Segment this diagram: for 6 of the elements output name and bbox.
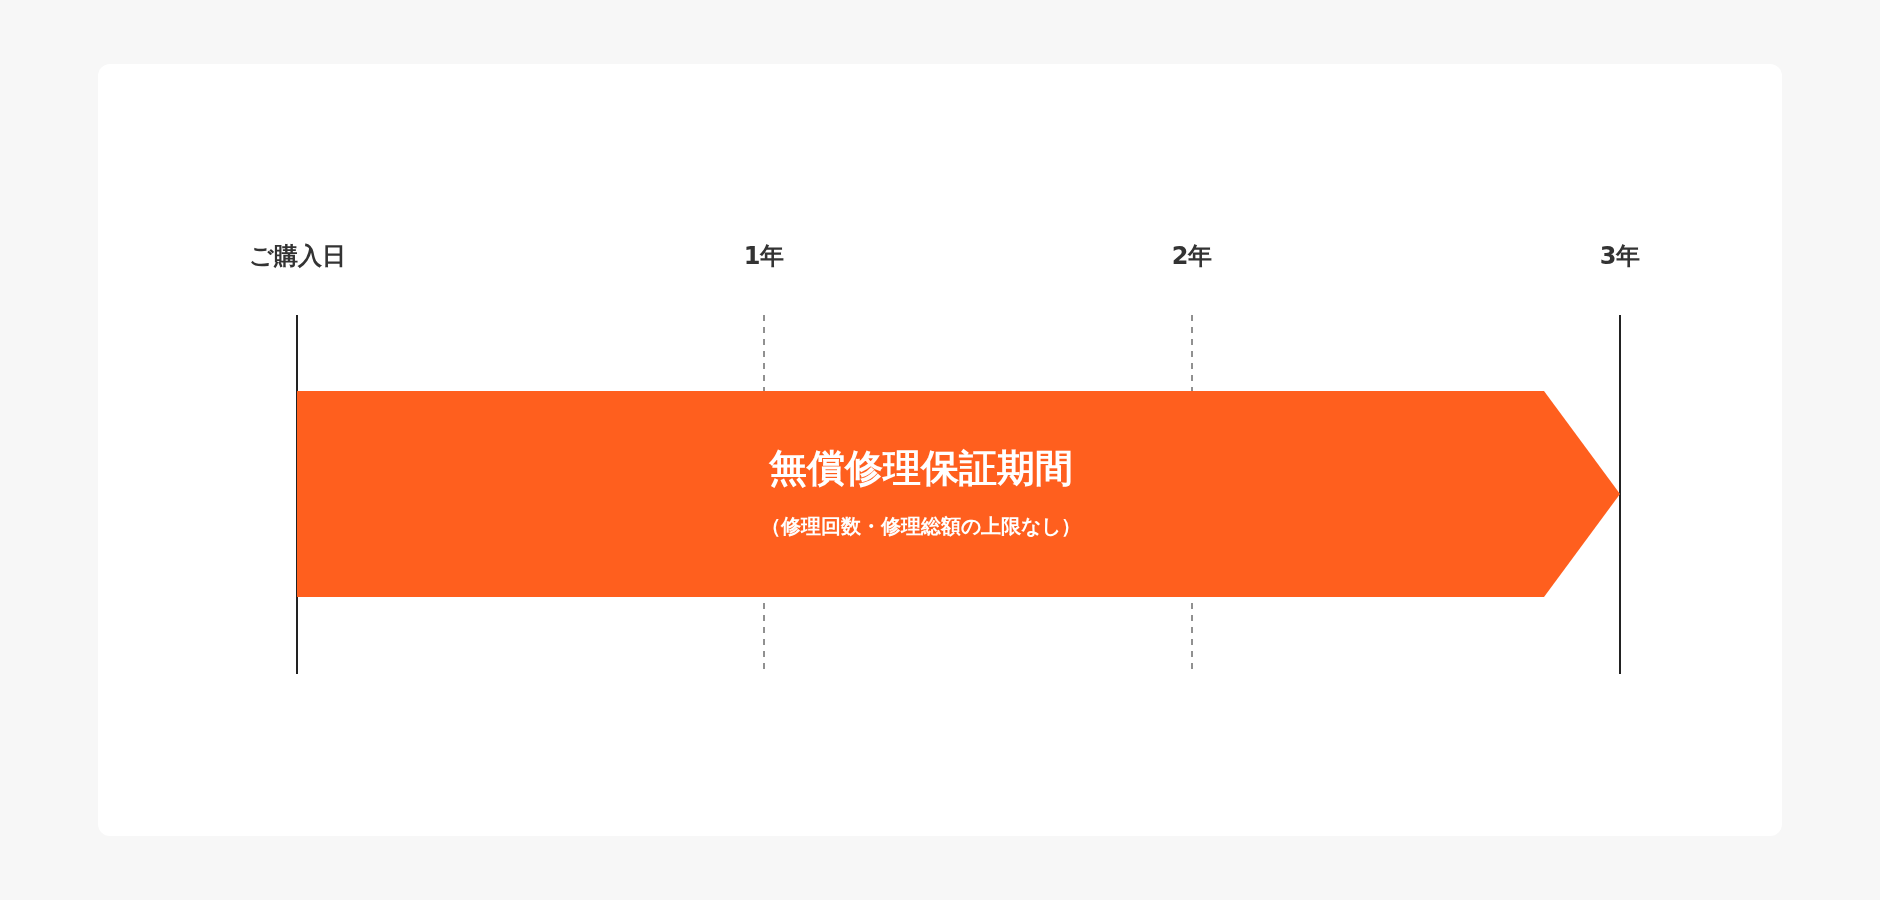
timeline-label: 1年 xyxy=(743,241,785,272)
arrow-subtitle: （修理回数・修理総額の上限なし） xyxy=(760,513,1081,540)
timeline-label: ご購入日 xyxy=(248,241,346,272)
timeline-label: 2年 xyxy=(1171,241,1213,272)
timeline-label: 3年 xyxy=(1599,241,1641,272)
arrow-title: 無償修理保証期間 xyxy=(768,445,1073,492)
